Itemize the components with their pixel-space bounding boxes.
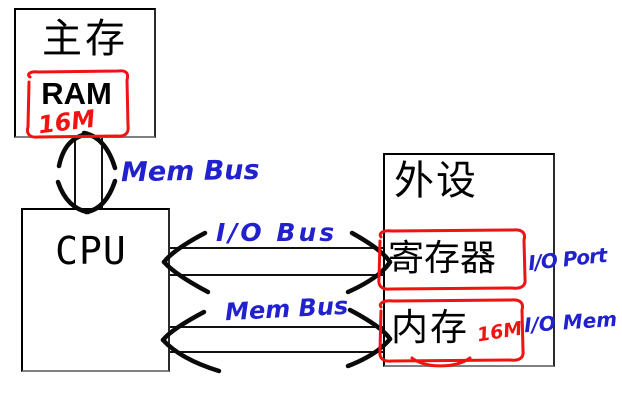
horizontal-mem-bus-lines — [170, 326, 384, 353]
peripheral-register-label: 寄存器 — [388, 238, 497, 279]
cpu-box — [21, 208, 170, 372]
vertical-mem-bus-label: Mem Bus — [120, 154, 260, 189]
peripheral-label: 外设 — [394, 158, 478, 204]
vertical-mem-bus-lines — [74, 138, 103, 208]
cpu-label: CPU — [55, 229, 127, 273]
vertical-mem-bus-arrowheads — [55, 130, 118, 215]
horizontal-mem-bus-label: Mem Bus — [224, 291, 349, 327]
io-bus-lines — [170, 247, 384, 276]
io-mem-annotation: I/O Mem — [523, 306, 618, 338]
peripheral-memory-label: 内存 — [391, 306, 469, 349]
main-memory-label: 主存 — [42, 16, 128, 62]
io-bus-label: I/O Bus — [216, 218, 338, 247]
